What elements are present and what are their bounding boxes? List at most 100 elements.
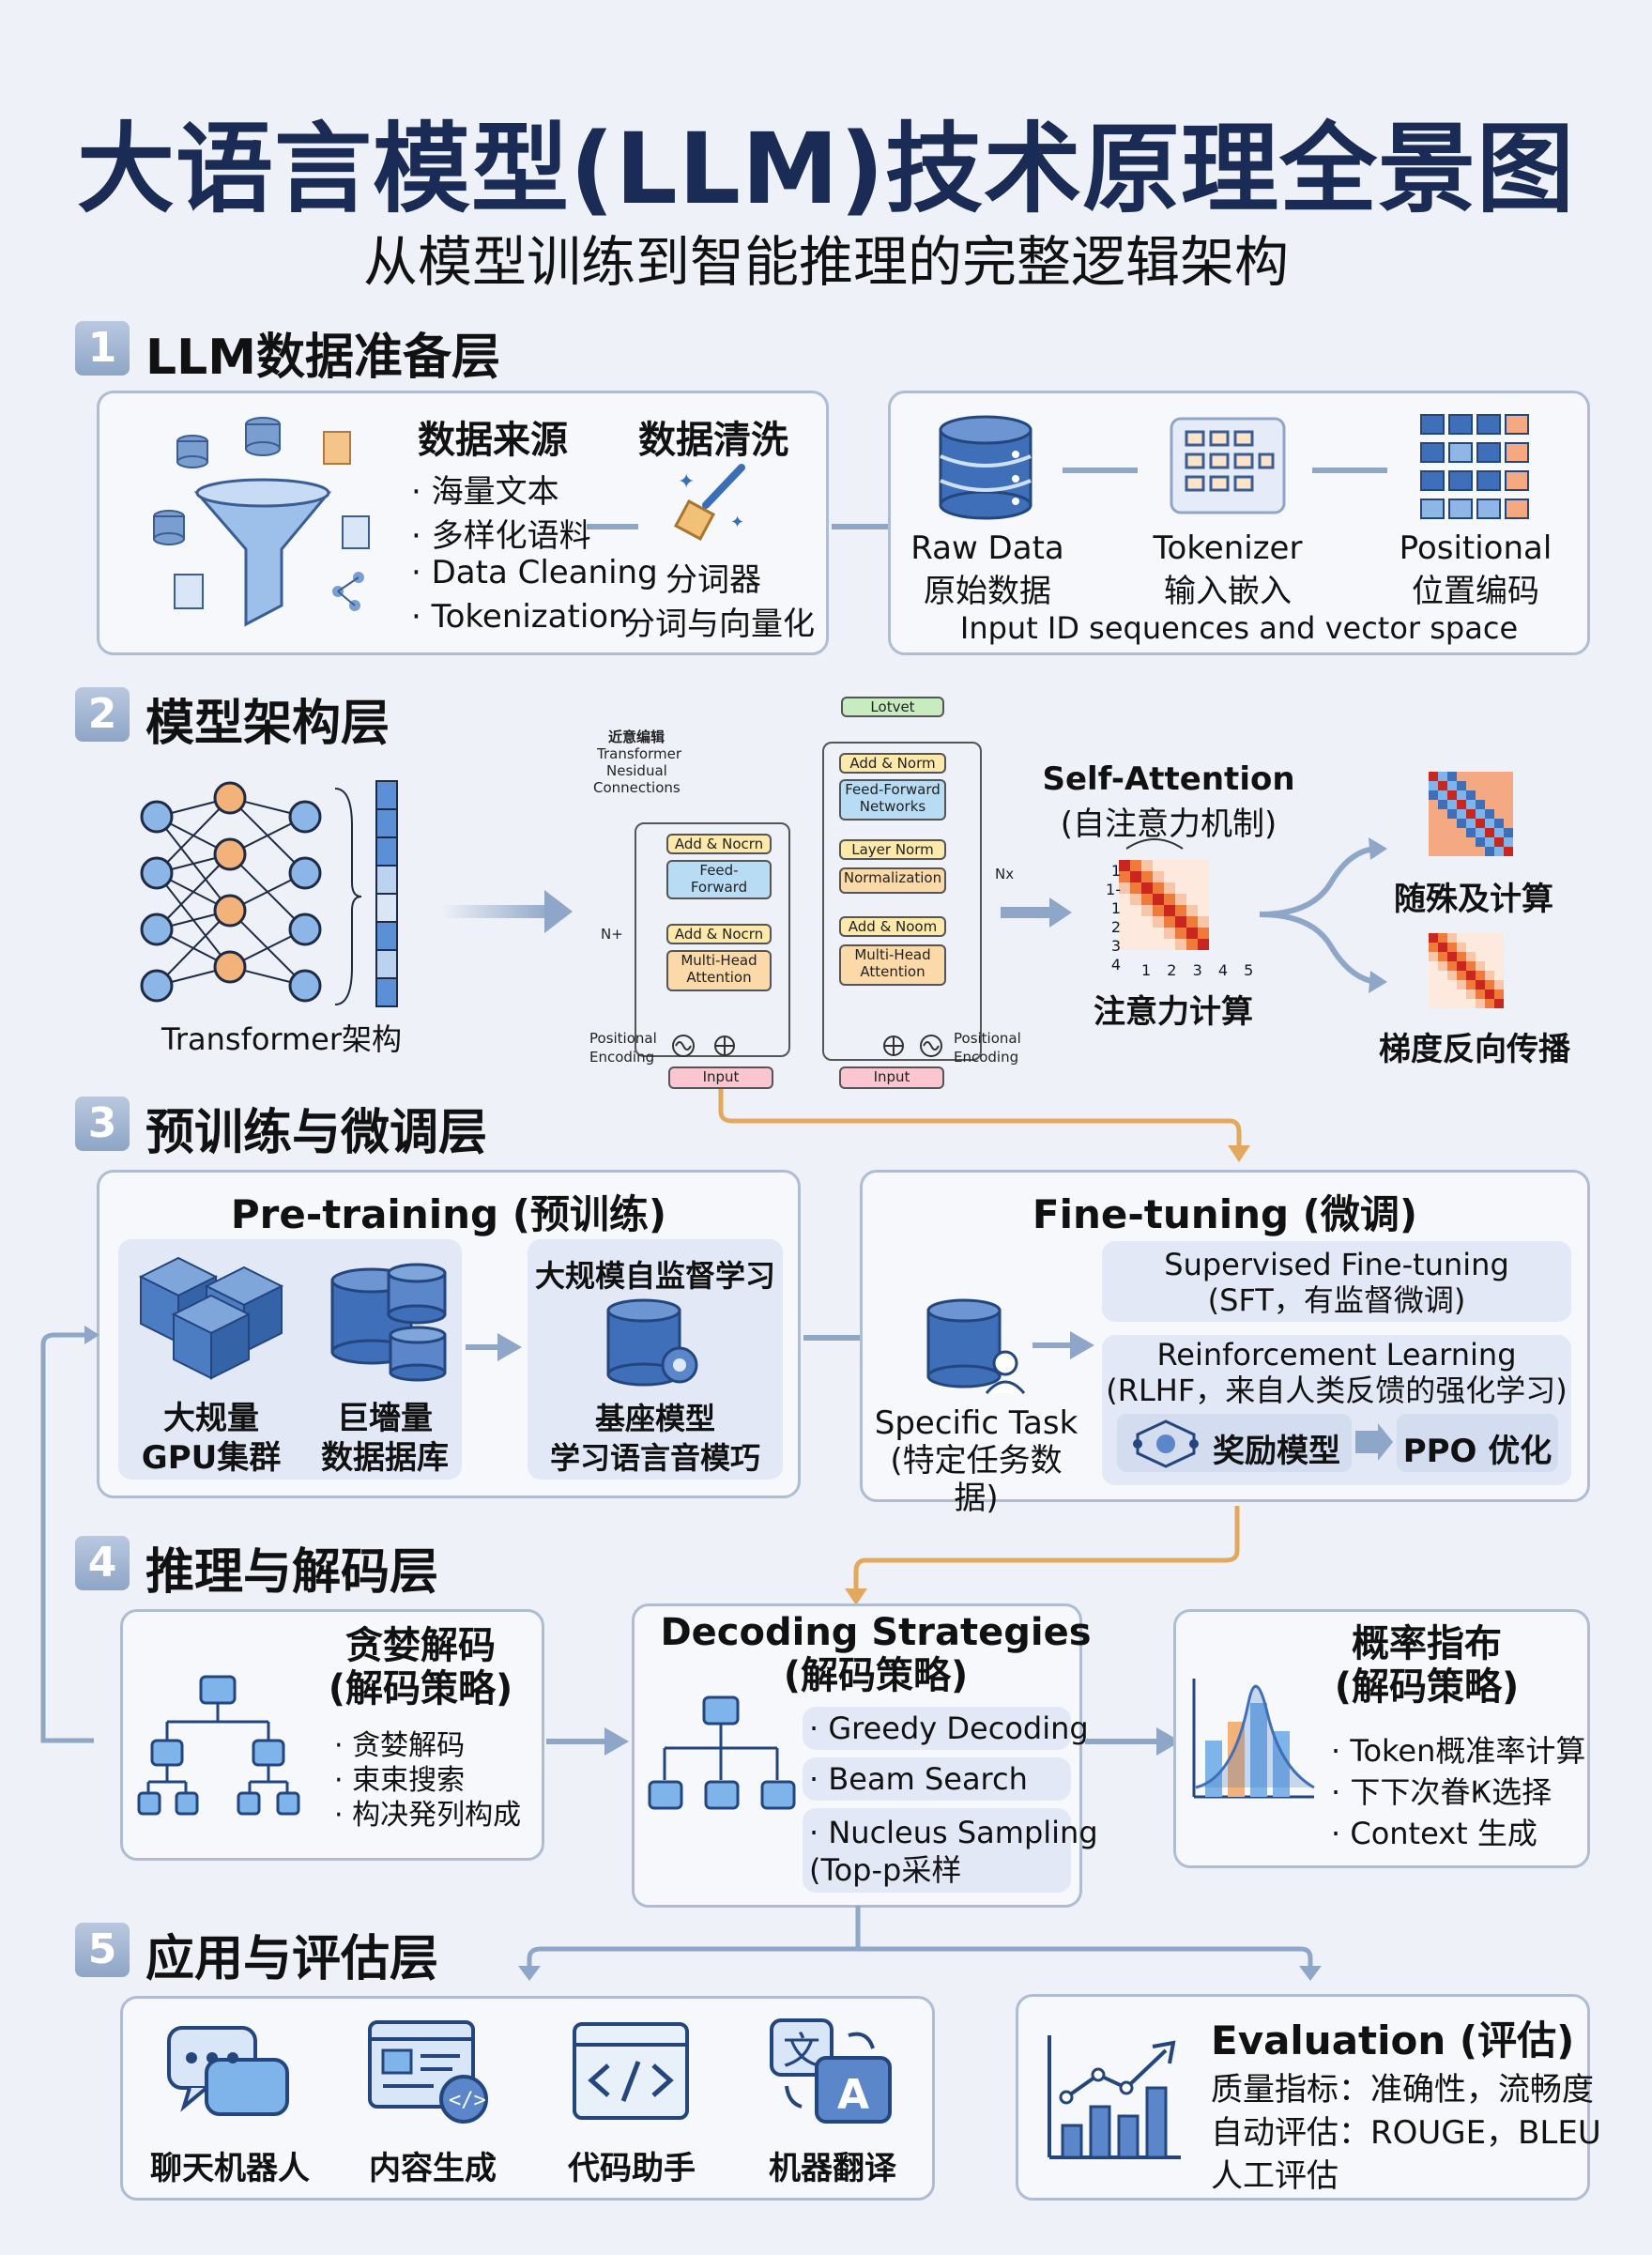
pipeline-caption: Input ID sequences and vector space bbox=[959, 610, 1519, 646]
heatmap-cell bbox=[1141, 916, 1153, 928]
heatmap-cell bbox=[1447, 952, 1457, 961]
heatmap-cell bbox=[1457, 790, 1466, 800]
gpu-label: 大规量 GPU集群 bbox=[141, 1400, 282, 1477]
add-norm-block: Add & Norm bbox=[839, 753, 946, 774]
heatmap-cell bbox=[1447, 943, 1457, 952]
heatmap-cell bbox=[1153, 939, 1164, 950]
heatmap-cell bbox=[1466, 933, 1476, 943]
evaluation-item: 人工评估 bbox=[1211, 2157, 1338, 2195]
sft-label: Supervised Fine-tuning (SFT，有监督微调) bbox=[1164, 1247, 1509, 1318]
tree-icon bbox=[137, 1675, 300, 1816]
tree-icon bbox=[648, 1695, 796, 1810]
arrow bbox=[441, 905, 554, 918]
heatmap-cell bbox=[1429, 933, 1438, 943]
flow-arrow bbox=[845, 1506, 1240, 1605]
app-label: 聊天机器人 bbox=[150, 2150, 310, 2187]
self-attention-title: Self-Attention bbox=[1042, 760, 1295, 798]
arrow-head-icon bbox=[544, 890, 573, 933]
heatmap-cell bbox=[1447, 790, 1457, 800]
heatmap-cell bbox=[1447, 772, 1457, 781]
evaluation-panel bbox=[1016, 1994, 1590, 2201]
heatmap-cell bbox=[1504, 772, 1513, 781]
heatmap-cell bbox=[1119, 916, 1130, 928]
heatmap-cell bbox=[1141, 871, 1153, 882]
heatmap-cell bbox=[1438, 989, 1447, 999]
arrow bbox=[1312, 468, 1387, 473]
heatmap-cell bbox=[1198, 916, 1209, 928]
heatmap-cell bbox=[1175, 860, 1186, 871]
heatmap-cell bbox=[1504, 847, 1513, 856]
heatmap-cell bbox=[1494, 943, 1504, 952]
app-label: 机器翻译 bbox=[769, 2150, 896, 2187]
heatmap-cell bbox=[1438, 999, 1447, 1008]
heatmap-cell bbox=[1485, 772, 1494, 781]
heatmap-cell bbox=[1485, 933, 1494, 943]
arrow bbox=[466, 1344, 501, 1350]
heatmap-cell bbox=[1130, 939, 1141, 950]
heatmap-cell bbox=[1476, 828, 1485, 837]
decoding-option-label: · Greedy Decoding bbox=[809, 1710, 1089, 1746]
section-1-number: 1 bbox=[75, 321, 130, 376]
heatmap-cell bbox=[1466, 837, 1476, 847]
source-item: · 海量文本 bbox=[411, 473, 559, 511]
arrow-head-icon bbox=[1355, 1423, 1393, 1461]
heatmap-cell bbox=[1438, 837, 1447, 847]
heatmap-cell bbox=[1438, 933, 1447, 943]
compute-label: 随殊及计算 bbox=[1394, 881, 1553, 918]
heatmap-cell bbox=[1476, 800, 1485, 809]
heatmap-cell bbox=[1457, 943, 1466, 952]
heatmap-cell bbox=[1494, 772, 1504, 781]
heatmap-cell bbox=[1438, 952, 1447, 961]
heatmap-cell bbox=[1485, 847, 1494, 856]
heatmap-cell bbox=[1198, 928, 1209, 939]
heatmap-cell bbox=[1130, 894, 1141, 905]
heatmap-cell bbox=[1130, 871, 1141, 882]
attention-calc-label: 注意力计算 bbox=[1094, 993, 1253, 1031]
heatmap-cell bbox=[1485, 961, 1494, 971]
heatmap-cell bbox=[1476, 961, 1485, 971]
heatmap-cell bbox=[1457, 828, 1466, 837]
arrow-head-icon bbox=[1049, 897, 1072, 928]
heatmap-cell bbox=[1457, 847, 1466, 856]
database-user-icon bbox=[926, 1298, 1026, 1394]
probability-item: · Token概准率计算 bbox=[1331, 1733, 1586, 1769]
heatmap-cell bbox=[1494, 800, 1504, 809]
arrow bbox=[832, 524, 888, 529]
split-arrow bbox=[518, 1906, 1322, 1981]
heatmap-cell bbox=[1429, 781, 1438, 790]
heatmap-cell bbox=[1504, 837, 1513, 847]
heatmap-cell bbox=[1438, 790, 1447, 800]
heatmap-cell bbox=[1153, 882, 1164, 894]
probability-item: · 下下次眷Ҝ选择 bbox=[1331, 1774, 1553, 1810]
heatmap-cell bbox=[1429, 989, 1438, 999]
heatmap-cell bbox=[1198, 939, 1209, 950]
heatmap-cell bbox=[1119, 905, 1130, 916]
arrow-head-icon bbox=[1070, 1331, 1094, 1359]
ppo-box bbox=[1397, 1414, 1558, 1472]
heatmap-cell bbox=[1476, 781, 1485, 790]
heatmap-cell bbox=[1141, 894, 1153, 905]
encoder-frame bbox=[635, 822, 790, 1057]
arrow bbox=[1085, 1739, 1160, 1744]
tokenizer-label: 分词器 bbox=[665, 561, 761, 599]
heatmap-cell bbox=[1457, 971, 1466, 980]
evaluation-item: 质量指标：准确性，流畅度 bbox=[1211, 2071, 1594, 2109]
source-item: · 多样化语料 bbox=[411, 517, 591, 555]
heatmap-cell bbox=[1186, 894, 1198, 905]
heatmap-cell bbox=[1119, 894, 1130, 905]
heatmap-cell bbox=[1438, 971, 1447, 980]
add-norm-block: Add & Nocrn bbox=[666, 924, 772, 944]
base-model-label: 基座模型 学习语言音模巧 bbox=[549, 1401, 760, 1476]
heatmap-cell bbox=[1429, 943, 1438, 952]
neural-network-icon bbox=[140, 780, 398, 1007]
heatmap-cell bbox=[1485, 999, 1494, 1008]
heatmap-cell bbox=[1198, 882, 1209, 894]
heatmap-cell bbox=[1457, 933, 1466, 943]
n-label: Nx bbox=[995, 866, 1015, 882]
heatmap-cell bbox=[1466, 772, 1476, 781]
transformer-label: Transformer架构 bbox=[161, 1021, 403, 1057]
heatmap-cell bbox=[1485, 800, 1494, 809]
chat-icon bbox=[167, 2026, 289, 2116]
svg-text:</>: </> bbox=[449, 2089, 486, 2112]
arrow bbox=[587, 524, 638, 529]
